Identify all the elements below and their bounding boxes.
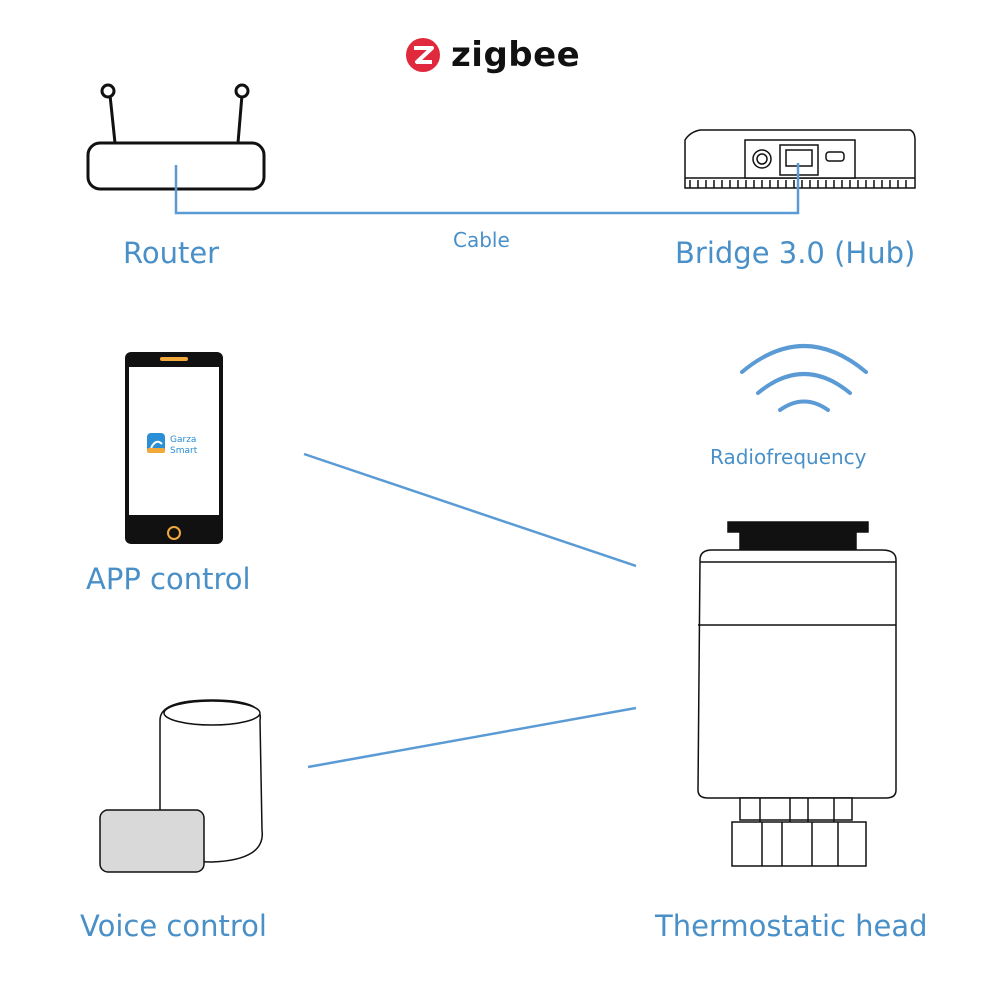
cable-label: Cable (453, 228, 510, 252)
smart-speaker-icon (99, 699, 263, 873)
wireless-signal-icon (740, 344, 868, 412)
cable-line (174, 163, 800, 215)
app-logo-line1: Garza (170, 435, 196, 445)
app-connection-line (303, 452, 637, 568)
app-logo-line2: Smart (170, 446, 198, 456)
thermostatic-head-label: Thermostatic head (655, 909, 928, 943)
bridge-hub-icon (684, 129, 916, 189)
bridge-label: Bridge 3.0 (Hub) (675, 236, 916, 270)
zigbee-logo-icon (406, 38, 440, 72)
app-control-label: APP control (86, 562, 251, 596)
brand-name: zigbee (451, 35, 581, 75)
radiofrequency-label: Radiofrequency (710, 445, 867, 469)
voice-control-label: Voice control (80, 909, 267, 943)
voice-connection-line (307, 706, 637, 769)
router-label: Router (123, 236, 220, 270)
phone-icon (125, 352, 223, 544)
zigbee-brand: zigbee (405, 30, 580, 80)
thermostatic-head-icon (697, 521, 897, 867)
